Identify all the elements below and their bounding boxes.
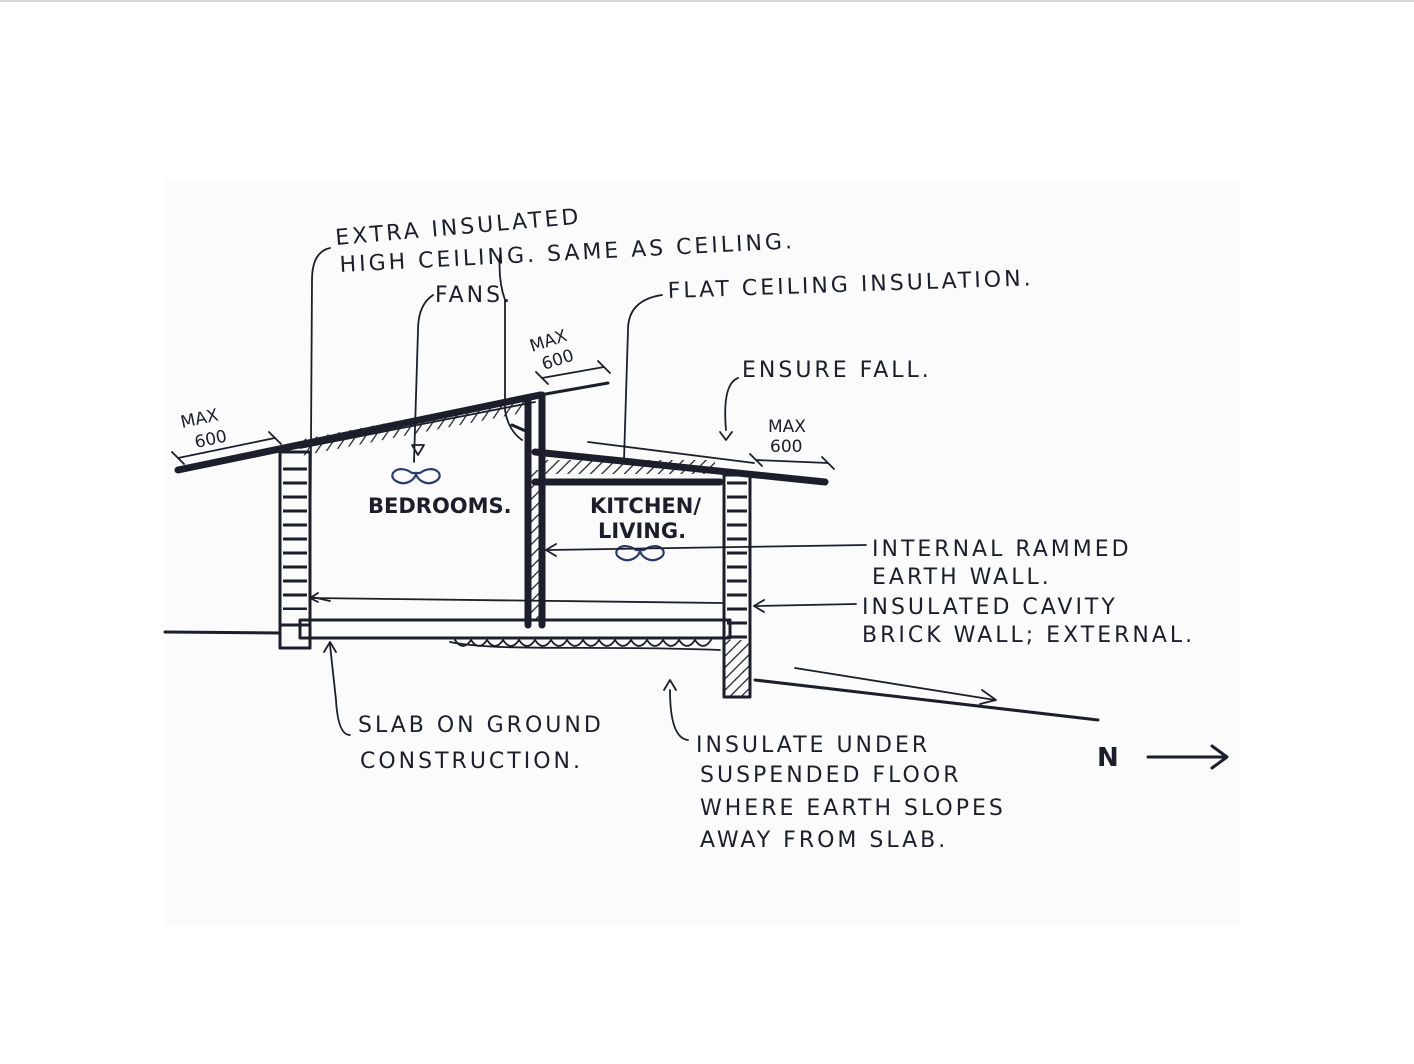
note-cavity-1: INSULATED CAVITY bbox=[862, 595, 1118, 620]
dim-right-max: MAX bbox=[768, 417, 806, 437]
room-kitchen-1: KITCHEN/ bbox=[590, 494, 701, 518]
note-flat-ceiling: FLAT CEILING INSULATION. bbox=[667, 266, 1034, 304]
leader-lines bbox=[309, 247, 867, 741]
note-insulate-1: INSULATE UNDER bbox=[696, 733, 930, 758]
ground-line bbox=[163, 630, 1100, 722]
note-cavity-2: BRICK WALL; EXTERNAL. bbox=[862, 623, 1195, 648]
dimension-middle bbox=[535, 360, 611, 385]
room-bedrooms: BEDROOMS. bbox=[368, 494, 512, 518]
note-ensure-fall: ENSURE FALL. bbox=[742, 358, 932, 383]
room-kitchen-2: LIVING. bbox=[598, 519, 686, 543]
note-slab-2: CONSTRUCTION. bbox=[360, 749, 583, 774]
note-slab-1: SLAB ON GROUND bbox=[358, 713, 604, 738]
low-roof bbox=[531, 441, 829, 486]
note-insulate-2: SUSPENDED FLOOR bbox=[700, 763, 961, 788]
left-cavity-wall bbox=[278, 450, 312, 650]
note-insulate-3: WHERE EARTH SLOPES bbox=[700, 796, 1006, 821]
underfloor-insulation bbox=[454, 639, 712, 647]
flat-ceiling-insulation bbox=[540, 460, 715, 474]
note-insulate-4: AWAY FROM SLAB. bbox=[700, 828, 948, 853]
note-rammed-2: EARTH WALL. bbox=[872, 565, 1052, 590]
fall-arrow bbox=[794, 667, 997, 705]
dim-right-value: 600 bbox=[770, 437, 802, 457]
note-fans: FANS. bbox=[435, 283, 513, 308]
fan-icon bbox=[391, 468, 441, 485]
top-border bbox=[0, 0, 1414, 2]
floor-slab bbox=[298, 597, 732, 651]
north-label: N bbox=[1097, 743, 1119, 773]
dimension-right bbox=[749, 453, 835, 470]
note-rammed-1: INTERNAL RAMMED bbox=[872, 537, 1132, 562]
dimension-left bbox=[171, 431, 282, 465]
internal-rammed-earth-wall bbox=[510, 391, 546, 629]
fan-icon bbox=[615, 545, 665, 562]
north-arrow-icon bbox=[1146, 744, 1229, 770]
right-cavity-wall bbox=[722, 473, 752, 699]
paper-sheet bbox=[165, 180, 1240, 925]
